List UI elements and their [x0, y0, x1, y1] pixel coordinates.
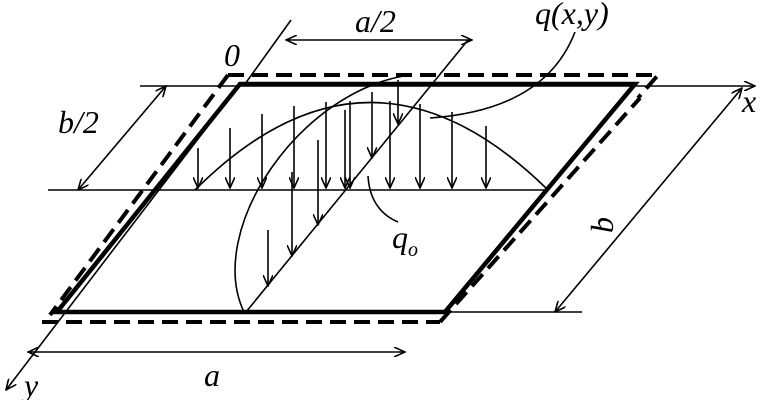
q0-main: q	[392, 219, 408, 255]
b-label: b	[584, 217, 620, 233]
half-b-label: b/2	[58, 104, 99, 140]
dimension-b	[555, 88, 742, 312]
q0-label: qo	[392, 219, 418, 261]
q0-leader	[367, 175, 399, 223]
a-label: a	[204, 357, 220, 393]
mid-line-y	[245, 39, 469, 313]
dimension-half-a	[244, 19, 472, 85]
load-function-leader	[429, 31, 576, 119]
load-arrows-x	[198, 101, 486, 188]
load-curve-y	[234, 74, 411, 313]
load-curve-x	[194, 101, 549, 191]
dimension-half-b	[78, 86, 166, 190]
origin-label: 0	[224, 37, 240, 73]
q0-subscript: o	[408, 239, 418, 261]
y-axis	[6, 83, 241, 390]
y-axis-label: y	[21, 367, 39, 400]
load-function-label: q(x,y)	[535, 0, 609, 31]
load-arrows-y	[268, 80, 398, 286]
half-a-label: a/2	[355, 3, 396, 39]
plate-outline	[52, 81, 640, 315]
x-axis-label: x	[741, 83, 756, 119]
